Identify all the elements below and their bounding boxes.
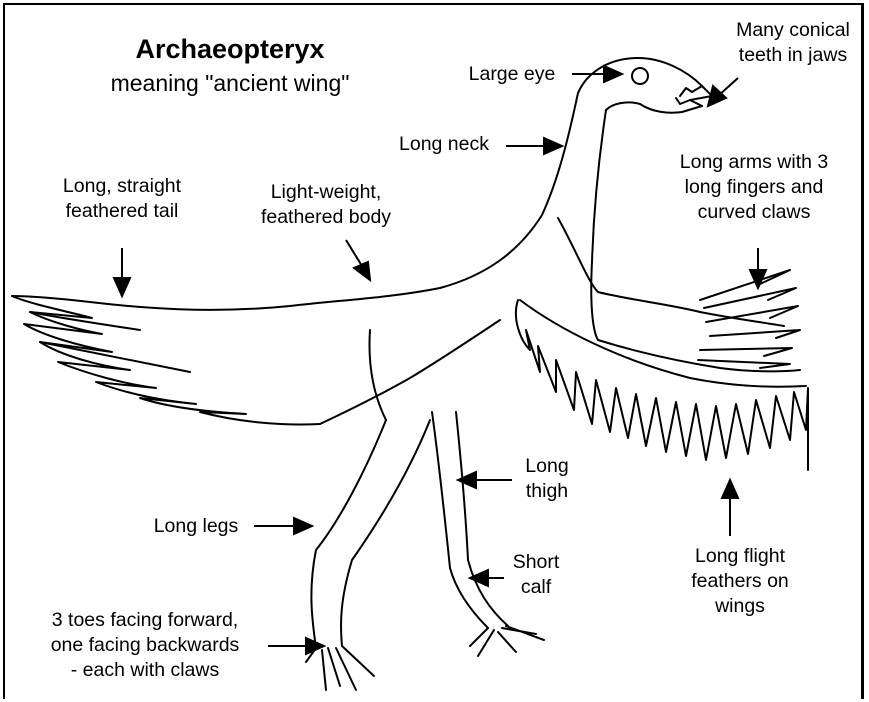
back-line — [12, 288, 440, 310]
label-toes: 3 toes facing forward,one facing backwar… — [22, 608, 268, 683]
label-body: Light-weight,feathered body — [244, 180, 408, 230]
arrow-legs — [254, 518, 312, 534]
finger-1 — [700, 270, 796, 308]
front-leg-rear — [341, 420, 430, 646]
label-eye: Large eye — [452, 62, 572, 87]
arrow-eye — [572, 66, 622, 82]
eye-circle — [632, 68, 648, 84]
neck-back — [592, 110, 606, 262]
back-foot — [470, 626, 544, 656]
belly-line — [320, 320, 500, 424]
diagram-subtitle: meaning "ancient wing" — [55, 70, 405, 97]
front-foot — [306, 646, 374, 690]
arrow-feathers — [722, 480, 738, 536]
label-legs: Long legs — [138, 514, 254, 539]
arrow-body — [346, 240, 370, 280]
arrow-tail — [114, 248, 130, 296]
label-neck: Long neck — [384, 132, 504, 157]
arrow-calf — [470, 570, 504, 586]
arrow-teeth — [708, 78, 738, 106]
front-leg-front — [311, 420, 386, 648]
head-outline — [578, 58, 712, 113]
diagram-title: Archaeopteryx — [70, 34, 390, 65]
wing-root — [370, 330, 386, 420]
arrow-thigh — [458, 472, 512, 488]
tail-feathers — [12, 296, 320, 425]
finger-3 — [698, 348, 792, 368]
neck-front — [440, 93, 578, 288]
beak-teeth — [676, 86, 702, 104]
arrow-neck — [506, 138, 562, 154]
